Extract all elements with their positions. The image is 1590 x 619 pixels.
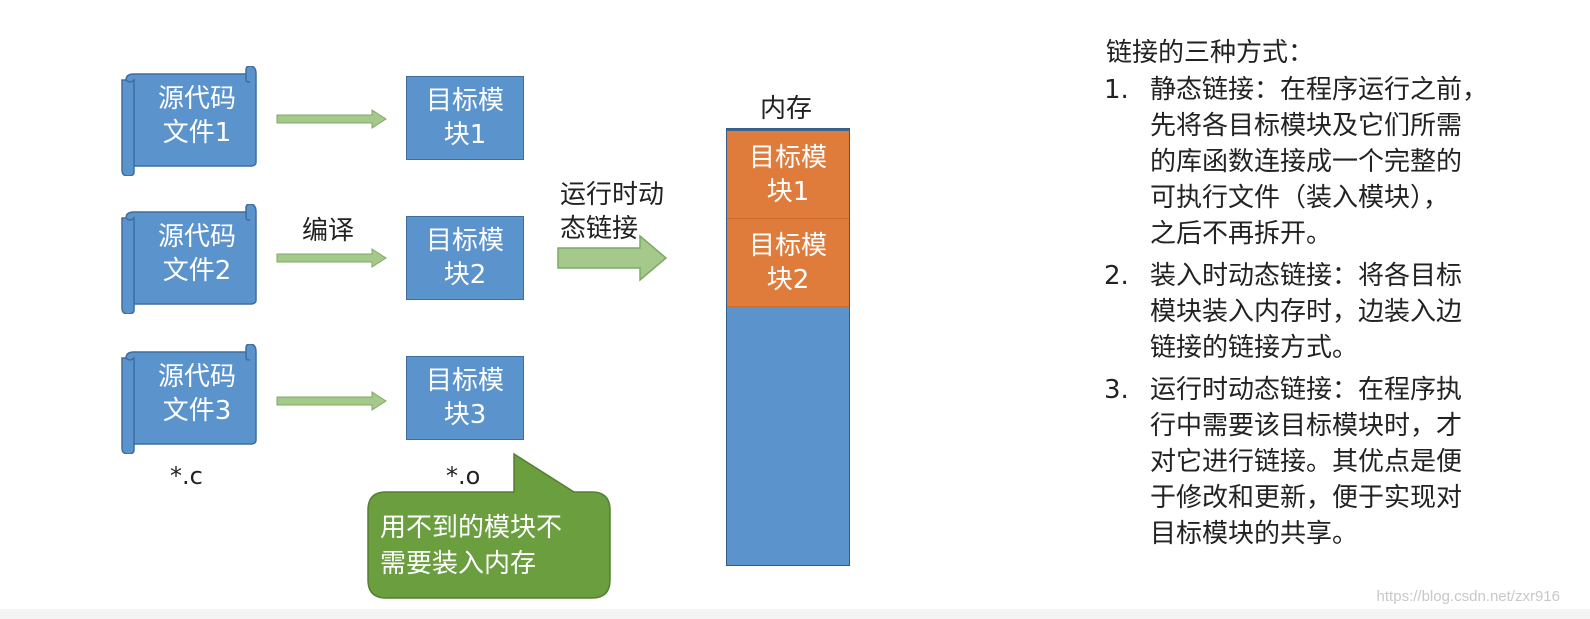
object-module-2-line1: 目标模 — [425, 226, 504, 256]
runtime-link-label-line1: 运行时动 — [560, 180, 665, 210]
memory-segment-2-line2: 块2 — [766, 264, 810, 295]
object-module-3-line1: 目标模 — [425, 366, 504, 396]
source-file-2-line1: 源代码 — [157, 222, 236, 252]
source-file-3-line2: 文件3 — [162, 396, 232, 426]
watermark: https://blog.csdn.net/zxr916 — [1376, 588, 1560, 605]
memory-top-edge — [727, 129, 849, 132]
object-ext-label: *.o — [446, 462, 481, 490]
runtime-link-arrow — [557, 234, 668, 282]
source-file-1-line2: 文件1 — [162, 118, 232, 148]
memory-segment-1-line2: 块1 — [766, 176, 810, 207]
list-item: 1. 静态链接：在程序运行之前， 先将各目标模块及它们所需 的库函数连接成一个完… — [1104, 72, 1544, 252]
list-item-line: 静态链接：在程序运行之前， — [1150, 75, 1489, 105]
list-item-number: 1. — [1104, 75, 1129, 105]
scroll-shape-icon — [121, 344, 257, 454]
explanation-title: 链接的三种方式： — [1106, 38, 1315, 68]
object-module-3: 目标模 块3 — [406, 356, 524, 440]
compile-arrow-3 — [276, 391, 387, 411]
list-item-line: 装入时动态链接：将各目标 — [1150, 261, 1463, 291]
object-module-1-line1: 目标模 — [425, 86, 504, 116]
compile-label: 编译 — [302, 216, 355, 246]
callout-line1: 用不到的模块不 — [380, 513, 563, 543]
list-item-line: 模块装入内存时，边装入边 — [1150, 297, 1463, 327]
list-item-line: 于修改和更新，便于实现对 — [1150, 483, 1463, 513]
compile-arrow-1 — [276, 109, 387, 129]
callout-line2: 需要装入内存 — [380, 549, 537, 579]
list-item-line: 之后不再拆开。 — [1150, 219, 1333, 249]
object-module-2: 目标模 块2 — [406, 216, 524, 300]
memory-segment-2-line1: 目标模 — [748, 230, 827, 261]
list-item: 3. 运行时动态链接：在程序执 行中需要该目标模块时，才 对它进行链接。其优点是… — [1104, 372, 1544, 552]
object-module-3-line2: 块3 — [443, 400, 487, 430]
source-file-1: 源代码 文件1 — [120, 66, 260, 176]
object-module-1-line2: 块1 — [443, 120, 487, 150]
runtime-link-label: 运行时动 态链接 — [560, 178, 664, 246]
memory-title: 内存 — [760, 94, 813, 124]
source-ext-label: *.c — [170, 462, 203, 490]
runtime-link-label-line2: 态链接 — [560, 214, 639, 244]
list-item-number: 3. — [1104, 375, 1129, 405]
speech-bubble-shape — [367, 452, 611, 599]
list-item-line: 链接的链接方式。 — [1150, 333, 1359, 363]
list-item-number: 2. — [1104, 261, 1129, 291]
bottom-strip — [0, 609, 1590, 619]
list-item-line: 目标模块的共享。 — [1150, 519, 1359, 549]
list-item: 2. 装入时动态链接：将各目标 模块装入内存时，边装入边 链接的链接方式。 — [1104, 258, 1544, 366]
source-file-3: 源代码 文件3 — [120, 344, 260, 454]
memory-column: 目标模 块1 目标模 块2 — [726, 128, 850, 566]
source-file-2-line2: 文件2 — [162, 256, 232, 286]
memory-segment-1-line1: 目标模 — [748, 142, 827, 173]
source-file-3-line1: 源代码 — [157, 362, 236, 392]
scroll-shape-icon — [121, 204, 257, 314]
list-item-line: 运行时动态链接：在程序执 — [1150, 375, 1463, 405]
list-item-line: 对它进行链接。其优点是便 — [1150, 447, 1463, 477]
source-file-1-line1: 源代码 — [157, 84, 236, 114]
list-item-line: 先将各目标模块及它们所需 — [1150, 111, 1463, 141]
memory-segment-2: 目标模 块2 — [727, 219, 849, 307]
memory-segment-1: 目标模 块1 — [727, 131, 849, 219]
list-item-line: 行中需要该目标模块时，才 — [1150, 411, 1463, 441]
list-item-line: 的库函数连接成一个完整的 — [1150, 147, 1463, 177]
explanation-list: 1. 静态链接：在程序运行之前， 先将各目标模块及它们所需 的库函数连接成一个完… — [1104, 72, 1544, 558]
source-file-2: 源代码 文件2 — [120, 204, 260, 314]
compile-arrow-2 — [276, 248, 387, 268]
object-module-2-line2: 块2 — [443, 260, 487, 290]
object-module-1: 目标模 块1 — [406, 76, 524, 160]
list-item-line: 可执行文件（装入模块）， — [1150, 183, 1450, 213]
unused-module-callout: 用不到的模块不 需要装入内存 — [366, 452, 612, 600]
